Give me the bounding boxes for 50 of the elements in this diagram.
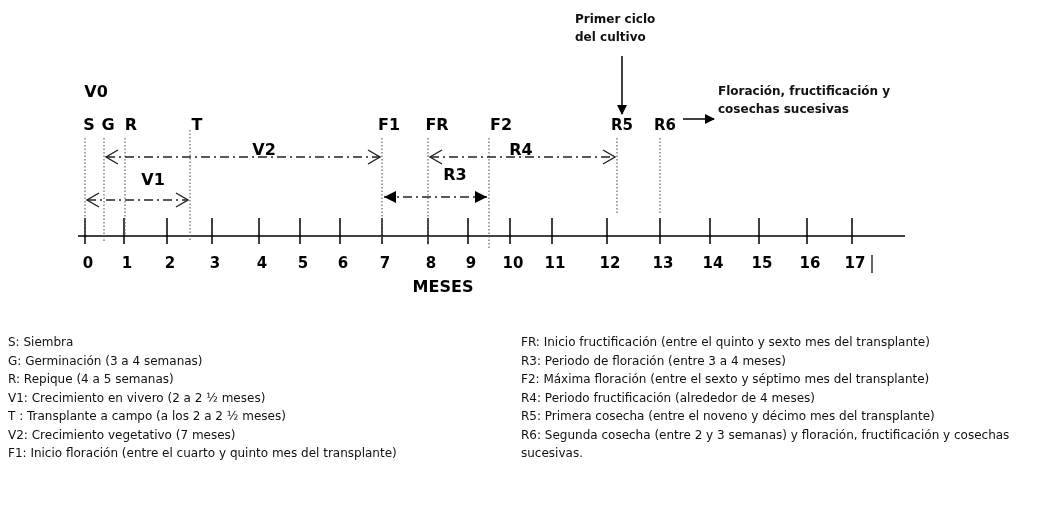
tick-label: 14	[702, 255, 724, 271]
annotation-text: Floración, fructificación y cosechas sucesivas	[718, 82, 948, 122]
legend-text: R6: Segunda cosecha (entre 2 y 3 semanas) y floración, fructificación y cosechas sucesivas.	[521, 426, 1011, 462]
annotation-text: Primer ciclo del cultivo	[575, 10, 665, 56]
tick-label: 10	[502, 255, 524, 271]
legend-text: V1: Crecimiento en vivero (2 a 2 ½ meses)	[8, 389, 267, 407]
marker-label: R	[124, 117, 138, 133]
arrow	[682, 114, 715, 124]
tick-label: 0	[82, 255, 94, 271]
legend-text: R: Repique (4 a 5 semanas)	[8, 371, 175, 388]
legend-text: T : Transplante a campo (a los 2 a 2 ½ meses)	[8, 408, 287, 425]
tick-label: 3	[209, 255, 221, 271]
legend-text: R5: Primera cosecha (entre el noveno y décimo mes del transplante)	[521, 408, 936, 425]
tick-label: 17	[844, 255, 866, 271]
tick-label: 2	[164, 255, 176, 271]
tick-label: 4	[256, 255, 268, 271]
legend-text: R3: Periodo de floración (entre 3 a 4 meses)	[521, 352, 788, 370]
legend-text: FR: Inicio fructificación (entre el quinto y sexto mes del transplante)	[521, 334, 931, 351]
tick-label: 13	[652, 255, 674, 271]
legend-text: S: Siembra	[8, 334, 75, 351]
tick-label: 5	[297, 255, 309, 271]
legend-text: G: Germinación (3 a 4 semanas)	[8, 352, 204, 370]
tick-label: 8	[425, 255, 437, 271]
tick-label: 6	[337, 255, 349, 271]
span-label: R4	[509, 142, 533, 158]
marker-label: G	[101, 117, 115, 133]
span-label: V1	[141, 172, 165, 188]
legend-text: F2: Máxima floración (entre el sexto y séptimo mes del transplante)	[521, 371, 931, 388]
tick-label: 11	[544, 255, 566, 271]
annotation-text: R5	[607, 114, 637, 136]
marker-label: V0	[84, 84, 108, 100]
span-label: R3	[443, 167, 467, 183]
legend-text: R4: Periodo fructificación (alrededor de 4 meses)	[521, 389, 817, 407]
tick-label: 16	[799, 255, 821, 271]
marker-label: S	[83, 117, 95, 133]
legend-text: V2: Crecimiento vegetativo (7 meses)	[8, 426, 237, 444]
tick-label: 1	[121, 255, 133, 271]
tick-label: 7	[379, 255, 391, 271]
tick-label: 15	[751, 255, 773, 271]
arrow	[617, 55, 627, 115]
marker-label: F1	[377, 117, 401, 133]
tick-label: 9	[465, 255, 477, 271]
legend-text: F1: Inicio floración (entre el cuarto y quinto mes del transplante)	[8, 445, 398, 462]
span-label: V2	[252, 142, 276, 158]
marker-label: T	[191, 117, 203, 133]
marker-label: F2	[489, 117, 513, 133]
axis-title: MESES	[412, 279, 474, 295]
tick-label: 12	[599, 255, 621, 271]
marker-label: FR	[425, 117, 449, 133]
annotation-text: R6	[650, 114, 680, 136]
